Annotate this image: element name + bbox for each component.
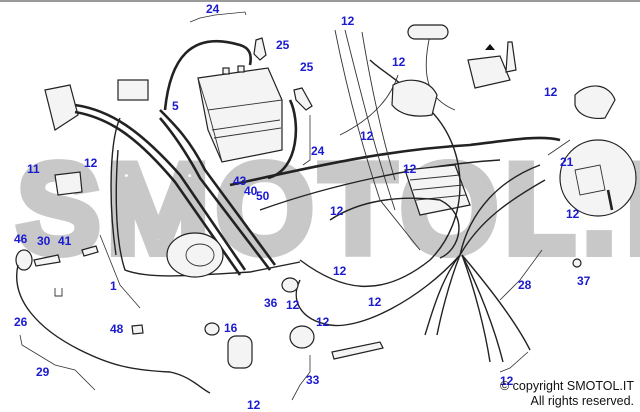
callout-24: 24 [206,2,220,16]
callout-41: 41 [58,234,72,248]
callout-5: 5 [172,99,179,113]
bracket-24-right [302,115,311,166]
bracket-29 [19,334,96,391]
callout-12: 12 [316,315,330,329]
grommet [204,322,220,336]
callout-30: 30 [37,234,51,248]
bracket-28 [499,249,543,301]
callout-12: 12 [544,85,558,99]
callout-12: 12 [500,374,514,388]
rubber-sleeve [331,341,384,360]
callout-12: 12 [392,55,406,69]
callout-46: 46 [14,232,28,246]
u-clip [54,288,63,297]
cross-harness [229,136,561,187]
top-border [0,0,640,2]
stator-plate [166,232,224,278]
callout-12: 12 [330,204,344,218]
switch-36 [281,277,299,293]
callout-12: 12 [333,264,347,278]
callout-40: 40 [244,184,258,198]
callout-12: 12 [368,295,382,309]
plug-41 [81,245,99,257]
battery [197,65,283,163]
callout-48: 48 [110,322,124,336]
callout-50: 50 [256,189,270,203]
arrow-marker-icon [485,44,495,50]
callout-28: 28 [518,278,532,292]
terminal-cap-lower [293,87,313,111]
main-harness-4 [159,117,272,271]
callout-37: 37 [577,274,591,288]
callout-12: 12 [403,162,417,176]
copyright-line: © copyright SMOTOL.IT [499,379,634,393]
callout-16: 16 [224,321,238,335]
callout-43: 43 [233,174,247,188]
lower-fanout-wires [295,164,546,363]
horn-bracket [505,41,517,73]
callout-29: 29 [36,365,50,379]
callout-24: 24 [311,144,325,158]
callout-1: 1 [110,279,117,293]
callout-25: 25 [276,38,290,52]
cross-harness-2 [259,159,501,211]
headlamp-shell [574,85,616,120]
callout-12: 12 [566,207,580,221]
horn-unit [467,55,511,89]
tail-lamp [407,24,449,40]
speedometer [391,79,438,117]
callout-12: 12 [360,129,374,143]
stop-switch [289,325,315,349]
bulb-holder-30 [33,254,61,267]
callout-21: 21 [560,155,574,169]
flasher-unit [54,171,83,196]
rights-line: All rights reserved. [530,394,634,408]
ignition-connector-block [404,164,471,216]
voltage-regulator [44,84,79,131]
callout-26: 26 [14,315,28,329]
upper-thin-wires [334,29,456,251]
callout-11: 11 [27,162,40,176]
condenser [227,335,253,369]
bracket-12-bottom [499,351,529,373]
battery-cable-top [163,39,252,111]
bracket-33 [291,355,311,401]
callout-12: 12 [84,156,98,170]
harness-frame-2 [110,117,121,256]
bracket-24-top [189,11,247,23]
lamp-cable-29 [16,264,211,394]
callout-25: 25 [300,60,314,74]
copyright-notice: © copyright SMOTOL.IT All rights reserve… [500,379,634,409]
callout-33: 33 [306,373,320,387]
bracket-1 [99,234,141,309]
harness-frame [115,149,301,277]
main-harness-1 [74,103,247,271]
callout-12: 12 [286,298,300,312]
rear-light-46 [15,249,33,271]
nut [572,258,582,268]
cable-clip [131,324,144,335]
headlamp-bulb [606,189,614,211]
callout-12: 12 [247,398,261,412]
harness-loop-2 [329,197,460,259]
terminal-cap-upper [253,37,267,61]
bracket-21 [547,139,571,156]
main-harness-3 [159,109,277,266]
callout-36: 36 [264,296,278,310]
headlamp-reflector [559,139,637,217]
callout-12: 12 [341,14,355,28]
main-harness-2 [74,110,242,276]
relay [117,79,149,101]
